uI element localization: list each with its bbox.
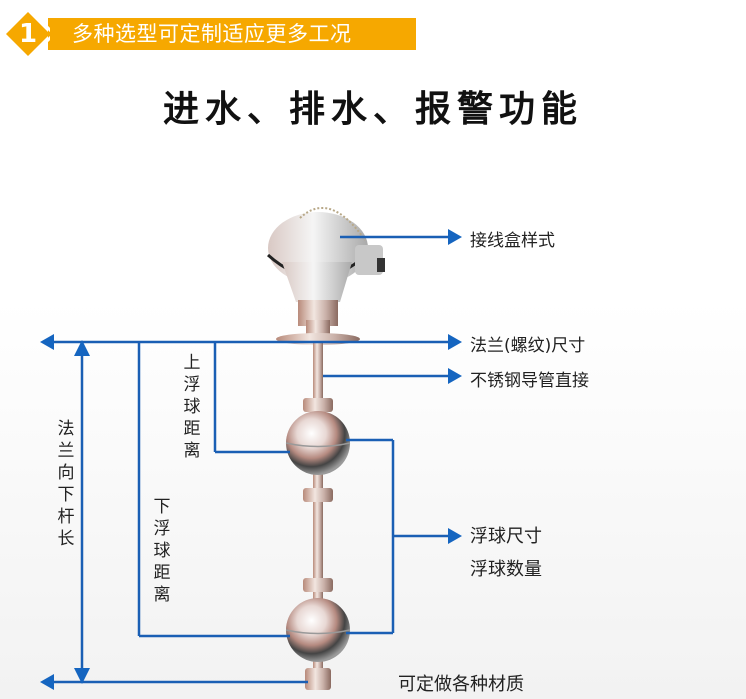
junction-box-illustration (266, 207, 385, 326)
banner-text: 多种选型可定制适应更多工况 (72, 22, 352, 46)
page-title: 进水、排水、报警功能 (162, 89, 583, 130)
badge-diamond-icon (6, 12, 50, 56)
rod-length-label: 法兰向下杆长 (57, 419, 75, 549)
materials-label: 可定做各种材质 (398, 674, 524, 695)
flange-size-label: 法兰(螺纹)尺寸 (470, 336, 586, 356)
badge-number: 1 (18, 19, 38, 49)
float-size-label: 浮球尺寸 (470, 526, 542, 547)
section-banner (48, 18, 416, 50)
upper-float-distance-label: 上浮球距离 (183, 353, 201, 461)
lower-float-distance-label: 下浮球距离 (153, 497, 171, 605)
stainless-tube-label: 不锈钢导管直接 (470, 371, 589, 391)
float-count-label: 浮球数量 (470, 559, 542, 580)
junction-box-label: 接线盒样式 (470, 231, 555, 251)
